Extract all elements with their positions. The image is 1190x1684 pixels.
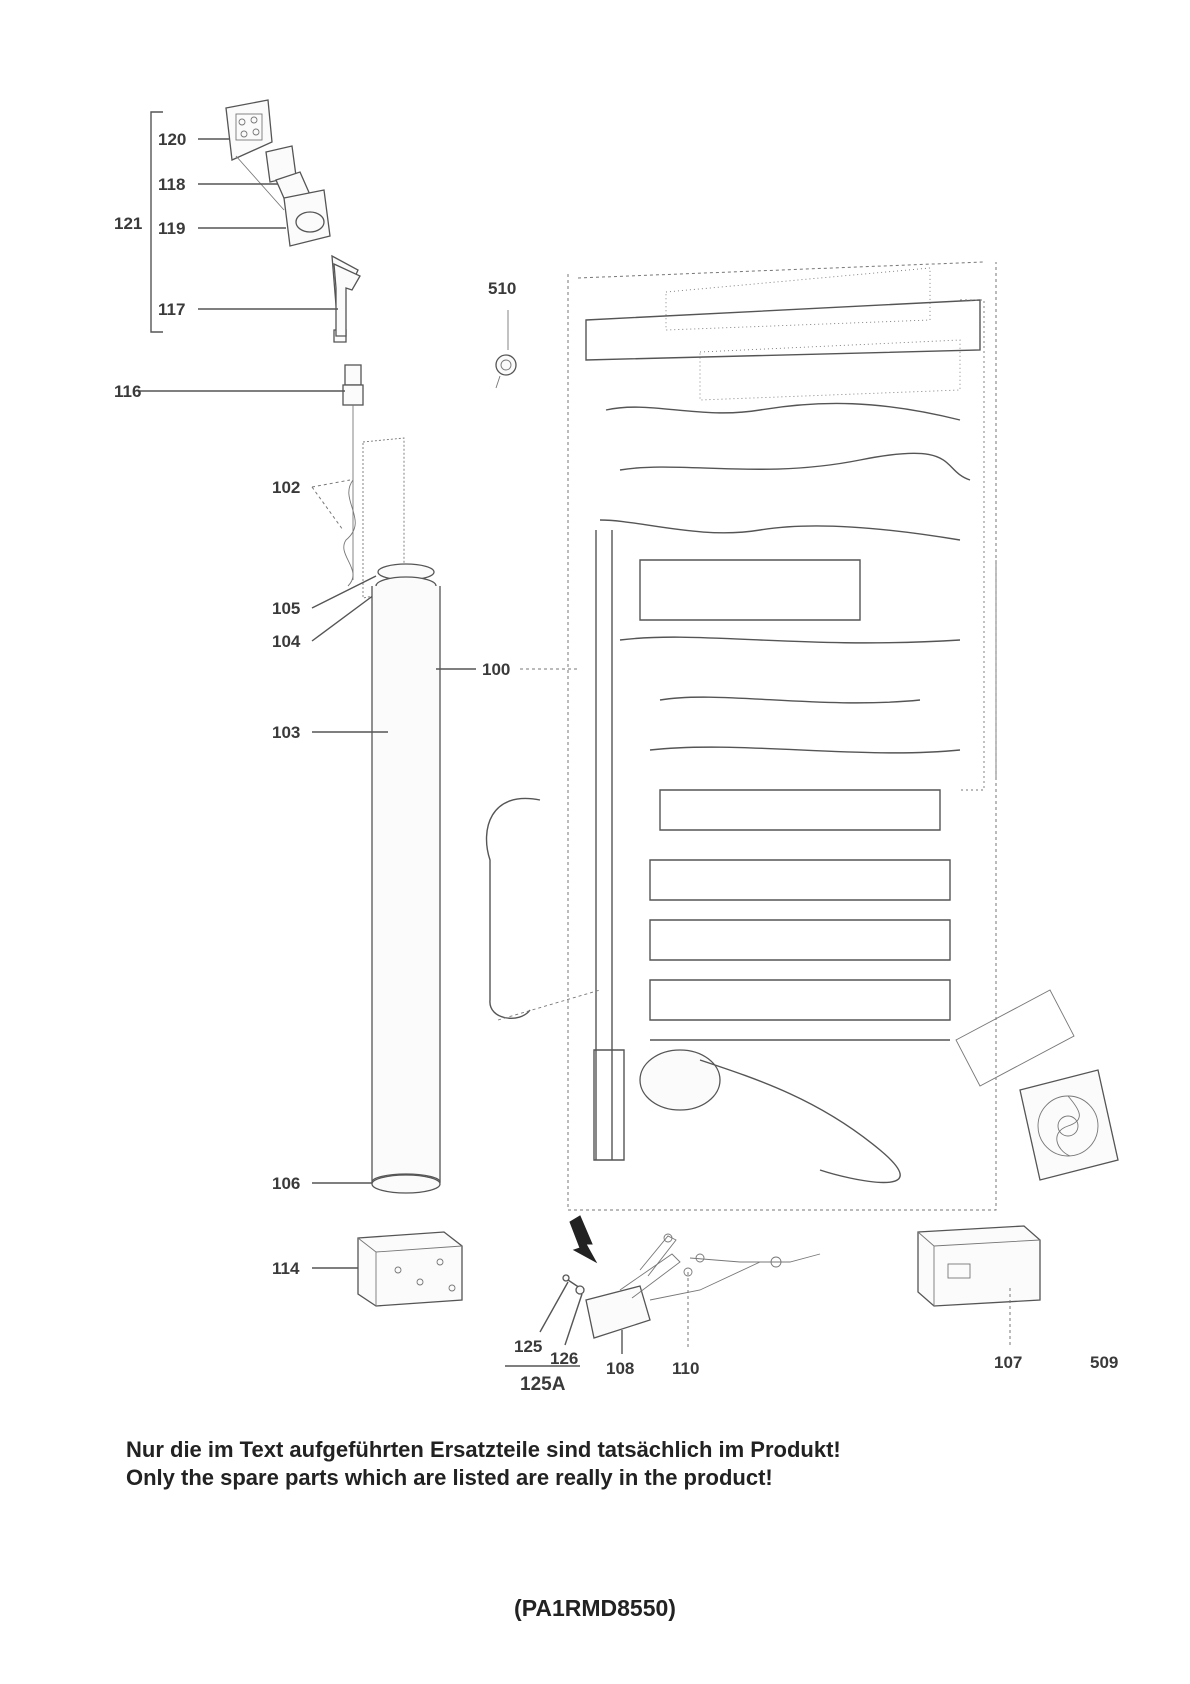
label-509: 509 bbox=[1090, 1353, 1118, 1372]
part-509-fan bbox=[955, 989, 1119, 1181]
label-103: 103 bbox=[272, 723, 300, 742]
part-120-flue-cap bbox=[225, 99, 273, 161]
document-code: (PA1RMD8550) bbox=[514, 1595, 676, 1621]
label-116: 116 bbox=[114, 382, 141, 401]
label-126: 126 bbox=[550, 1349, 578, 1368]
label-119: 119 bbox=[158, 219, 185, 238]
part-126-washer bbox=[575, 1285, 585, 1295]
label-104: 104 bbox=[272, 632, 301, 651]
part-510-sensor bbox=[495, 310, 517, 389]
part-117-flue-pipe bbox=[331, 254, 361, 343]
down-arrow-icon bbox=[569, 1215, 598, 1264]
group-bracket-121 bbox=[150, 111, 163, 333]
label-118: 118 bbox=[158, 175, 185, 194]
part-114-control-box bbox=[357, 1231, 463, 1307]
part-108-burner bbox=[585, 1233, 761, 1339]
label-105: 105 bbox=[272, 599, 300, 618]
label-114: 114 bbox=[272, 1259, 300, 1278]
part-106-bottom-ring bbox=[371, 1174, 441, 1194]
part-116-connector bbox=[342, 364, 364, 430]
part-107-box bbox=[917, 1225, 1041, 1307]
part-103-insulation-tube bbox=[371, 586, 441, 1191]
label-125: 125 bbox=[514, 1337, 542, 1356]
notice-english: Only the spare parts which are listed ar… bbox=[126, 1465, 773, 1490]
label-120: 120 bbox=[158, 130, 186, 149]
label-108: 108 bbox=[606, 1359, 634, 1378]
part-100-cooling-unit bbox=[485, 261, 997, 1211]
exploded-parts-diagram: 120 118 121 119 117 116 102 105 104 103 … bbox=[114, 99, 1119, 1395]
part-110-thermocouple bbox=[683, 1253, 821, 1350]
label-110: 110 bbox=[672, 1359, 699, 1378]
label-102: 102 bbox=[272, 478, 300, 497]
part-119-plate bbox=[283, 189, 331, 247]
label-510: 510 bbox=[488, 279, 516, 298]
label-121: 121 bbox=[114, 214, 142, 233]
label-106: 106 bbox=[272, 1174, 300, 1193]
label-100: 100 bbox=[482, 660, 510, 679]
label-125A: 125A bbox=[520, 1374, 566, 1395]
notice-german: Nur die im Text aufgeführten Ersatzteile… bbox=[126, 1437, 841, 1462]
label-107: 107 bbox=[994, 1353, 1022, 1372]
spare-parts-notice: Nur die im Text aufgeführten Ersatzteile… bbox=[126, 1436, 1086, 1492]
label-117: 117 bbox=[158, 300, 185, 319]
